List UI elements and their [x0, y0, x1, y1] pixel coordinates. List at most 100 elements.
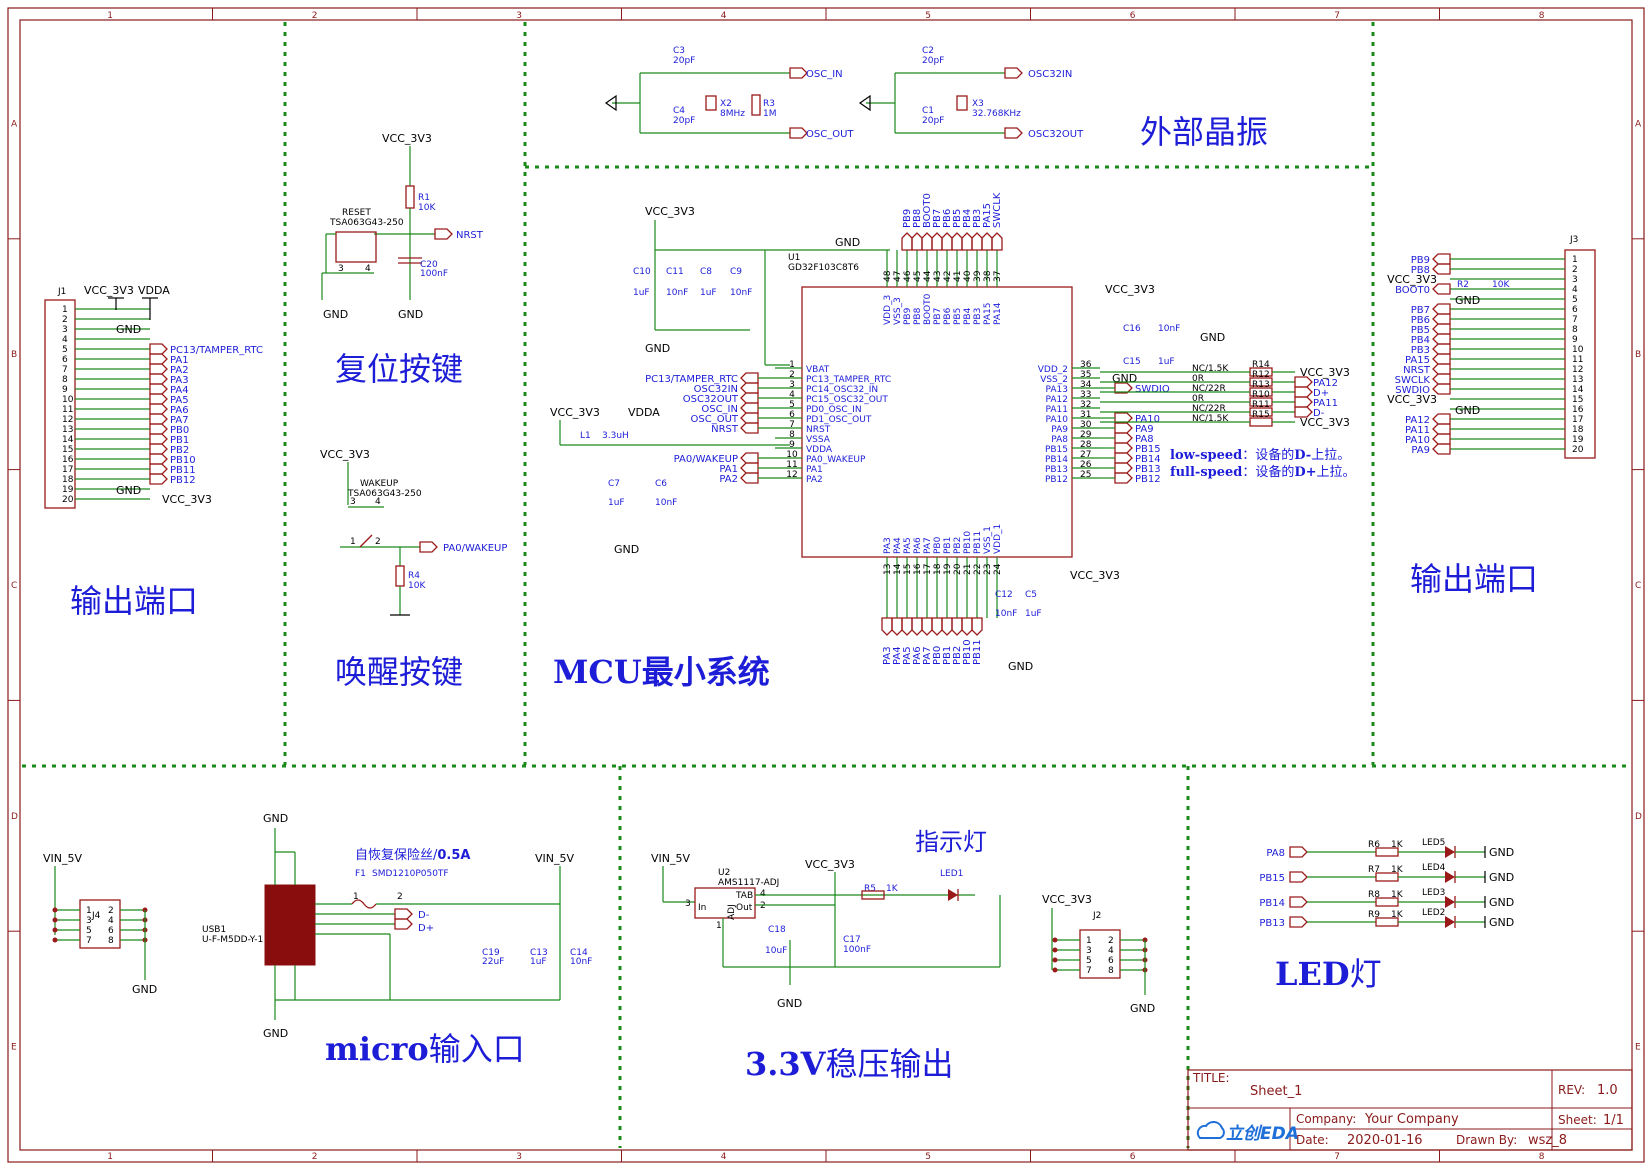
j1-gnd-label: GND: [116, 323, 141, 336]
mcu-net-label: OSC32IN: [694, 384, 738, 395]
svg-text:J1: J1: [57, 287, 66, 297]
mcu-pin-number: 18: [933, 563, 943, 575]
j1-pin-number: 19: [62, 485, 74, 495]
usb-sel-ref: R14: [1252, 360, 1270, 370]
mcu-pin-number: 33: [1080, 390, 1091, 400]
mcu-pin-name: PA4: [893, 537, 903, 554]
svg-text:C16: C16: [1123, 324, 1141, 334]
net-flag: [149, 423, 168, 435]
j3-net-label: PA15: [1405, 355, 1430, 366]
usb-sel-value: NC/1.5K: [1192, 414, 1229, 424]
grid-row-label: E: [1635, 1043, 1641, 1053]
net-flag: [1432, 373, 1451, 385]
section-title-micro: micro输入口: [325, 1030, 525, 1068]
mcu-net-label: OSC_IN: [701, 404, 738, 415]
svg-text:C3: C3: [673, 46, 685, 56]
svg-text:2: 2: [397, 892, 403, 902]
mcu-pin-name: VSS_2: [1040, 375, 1068, 385]
date-label: Date:: [1296, 1133, 1329, 1147]
net-flag: [1432, 253, 1451, 265]
svg-text:OSC_IN: OSC_IN: [806, 69, 843, 80]
svg-text:X2: X2: [720, 99, 732, 109]
net-flag: [971, 232, 983, 251]
mcu-pin-name: PC14_OSC32_IN: [806, 385, 878, 395]
mcu-pin-number: 23: [983, 564, 993, 575]
svg-text:VIN_5V: VIN_5V: [43, 852, 82, 865]
mcu-pin-number: 30: [1080, 420, 1092, 430]
mcu-net-label: PB0: [932, 646, 943, 665]
net-flag: [149, 413, 168, 425]
j1-pin-number: 4: [62, 335, 68, 345]
j1-net-label: PC13/TAMPER_RTC: [170, 345, 263, 356]
svg-text:GD32F103C8T6: GD32F103C8T6: [788, 263, 859, 273]
svg-text:C7: C7: [608, 479, 620, 489]
svg-text:R2: R2: [1457, 280, 1469, 290]
mcu-pin-name: VDD_2: [1038, 365, 1068, 375]
section-title-led: LED灯: [1275, 955, 1382, 993]
grid-row-label: C: [11, 581, 17, 591]
grid-row-label: A: [1635, 119, 1642, 129]
j3-pin-number: 9: [1572, 335, 1578, 345]
grid-col-label: 4: [721, 11, 727, 21]
mcu-pin-name: VSSA: [806, 435, 831, 445]
junction-dot: [52, 937, 58, 943]
mcu-pin-number: 45: [913, 271, 923, 282]
net-flag: [740, 462, 759, 474]
mcu-pin-name: PB5: [953, 308, 963, 325]
mcu-pin-name: PA13: [1046, 385, 1068, 395]
mcu-net-label: BOOT0: [922, 193, 933, 228]
j1-gnd-label: GND: [116, 484, 141, 497]
mcu-net-label: PA5: [902, 646, 913, 665]
usb-sel-net: PA12: [1313, 378, 1338, 389]
mcu-pin-name: VDD_3: [883, 295, 893, 325]
j1-net-label: PB10: [170, 455, 196, 466]
mcu-pin-number: 47: [893, 271, 903, 282]
mcu-pin-name: PA7: [923, 537, 933, 554]
led-resistor-value: 1K: [1391, 865, 1404, 875]
svg-text:GND: GND: [323, 308, 348, 321]
grid-row-label: B: [11, 350, 17, 360]
j3-pin-number: 17: [1572, 415, 1583, 425]
usb-sel-ref: R12: [1252, 370, 1270, 380]
svg-text:VCC_3V3: VCC_3V3: [550, 406, 600, 419]
rev-label: REV:: [1558, 1083, 1585, 1097]
j1-pin-number: 11: [62, 405, 73, 415]
mcu-pin-number: 26: [1080, 460, 1092, 470]
net-flag: [149, 373, 168, 385]
mcu-pin-number: 19: [943, 563, 953, 575]
svg-text:GND: GND: [263, 1027, 288, 1040]
led-gnd-label: GND: [1489, 916, 1514, 929]
net-flag: [921, 617, 933, 636]
j3-pin-number: 19: [1572, 435, 1584, 445]
j1-net-label: PB0: [170, 425, 189, 436]
net-flag: [740, 392, 759, 404]
mcu-pin-name: PB12: [1045, 475, 1068, 485]
svg-text:1uF: 1uF: [633, 288, 650, 298]
j1-pin-number: 5: [62, 345, 68, 355]
j3-pin-number: 16: [1572, 405, 1584, 415]
mcu-net-label: PA9: [1135, 424, 1154, 435]
svg-text:low-speed：设备的D-上拉。: low-speed：设备的D-上拉。: [1170, 447, 1350, 463]
svg-text:C12: C12: [995, 590, 1013, 600]
svg-text:20pF: 20pF: [673, 56, 695, 66]
j1-net-label: PB12: [170, 475, 196, 486]
svg-text:20pF: 20pF: [922, 116, 944, 126]
j1-pin-number: 3: [62, 325, 68, 335]
section-title-ldo: 3.3V稳压输出: [745, 1045, 954, 1083]
mcu-pin-number: 15: [903, 564, 913, 575]
mcu-net-label: PB13: [1135, 464, 1161, 475]
mcu-pin-number: 17: [923, 564, 933, 575]
usb-sel-value: 0R: [1192, 374, 1204, 384]
svg-text:100nF: 100nF: [843, 945, 871, 955]
j3-net-label: PA12: [1405, 415, 1430, 426]
mcu-pin-number: 24: [993, 563, 1003, 575]
mcu-pin-name: PB14: [1045, 455, 1068, 465]
svg-text:VCC_3V3: VCC_3V3: [805, 858, 855, 871]
mcu-net-label: PA7: [922, 646, 933, 665]
mcu-pin-name: PA6: [913, 537, 923, 554]
title-block: TITLE: Sheet_1 REV: 1.0 Company: Your Co…: [1187, 1069, 1633, 1151]
mcu-pin-name: PA14: [993, 302, 1003, 325]
net-flag: [961, 617, 973, 636]
